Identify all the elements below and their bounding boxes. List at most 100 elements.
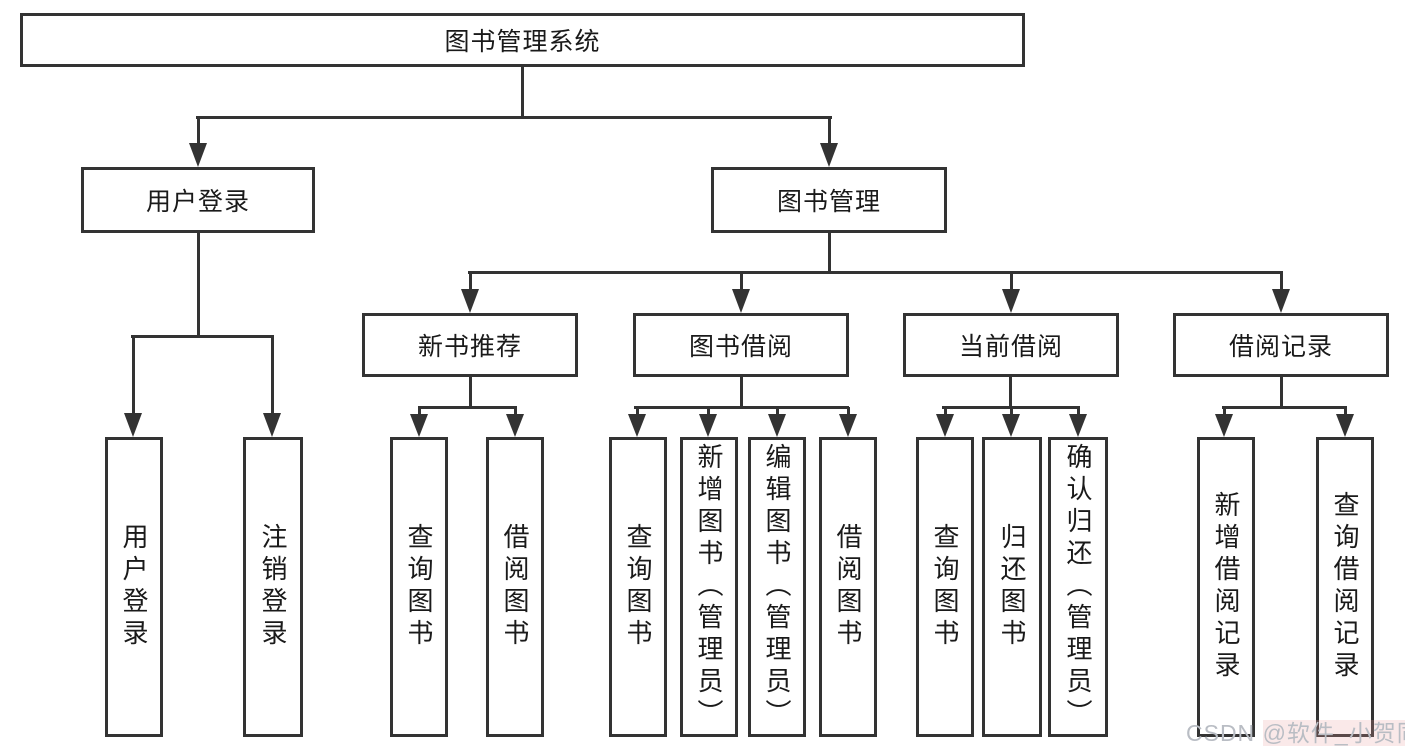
arrow-to-book-management: [819, 117, 839, 167]
leaf-borrow-book: 借阅图书: [819, 437, 877, 737]
arrowhead-down-icon: [936, 414, 954, 437]
arrowhead-down-icon: [1002, 289, 1020, 313]
node-label: 用户登录: [119, 523, 149, 651]
leaf-add-borrow-record: 新增借阅记录: [1197, 437, 1255, 737]
node-label: 查询图书: [623, 523, 653, 651]
arrowhead-down-icon: [699, 414, 717, 437]
arrow-to-leaf-confirm-return: [1068, 407, 1088, 437]
node-label: 用户登录: [145, 188, 250, 216]
arrow-shaft: [846, 407, 850, 414]
arrow-shaft: [417, 407, 421, 414]
arrow-to-leaf-query-book-3: [935, 407, 955, 437]
node-label: 图书借阅: [688, 333, 793, 361]
node-label: 借阅图书: [500, 523, 530, 651]
arrow-shaft: [1009, 272, 1013, 289]
watermark-handle: @软件_小贺同学: [1262, 720, 1405, 746]
connector-recommend-bus: [418, 406, 517, 409]
leaf-logout: 注销登录: [243, 437, 303, 737]
arrow-to-leaf-query-book-2: [627, 407, 647, 437]
arrow-shaft: [739, 272, 743, 289]
leaf-confirm-return-admin: 确认归还（管理员）: [1048, 437, 1108, 737]
arrowhead-down-icon: [189, 143, 207, 167]
node-label: 当前借阅: [958, 333, 1063, 361]
node-borrow-records: 借阅记录: [1173, 313, 1389, 377]
leaf-edit-book-admin: 编辑图书（管理员）: [748, 437, 806, 737]
arrowhead-down-icon: [1336, 414, 1354, 437]
arrow-to-leaf-query-borrow-record: [1335, 407, 1355, 437]
connector-borrow-bus: [634, 406, 849, 409]
arrow-shaft: [943, 407, 947, 414]
arrowhead-down-icon: [1002, 414, 1020, 437]
connector-records-feeder: [1280, 377, 1283, 408]
leaf-borrow-book-recommend: 借阅图书: [486, 437, 544, 737]
arrow-shaft: [1343, 407, 1347, 414]
arrowhead-down-icon: [461, 289, 479, 313]
node-label: 图书管理系统: [444, 28, 601, 56]
arrowhead-down-icon: [628, 414, 646, 437]
arrow-to-leaf-edit-book: [767, 407, 787, 437]
arrow-shaft: [270, 336, 274, 413]
arrow-shaft: [513, 407, 517, 414]
arrow-to-leaf-query-book-1: [409, 407, 429, 437]
node-label: 编辑图书（管理员）: [762, 443, 792, 731]
arrow-shaft: [827, 117, 831, 143]
connector-recommend-feeder: [469, 377, 472, 408]
arrow-shaft: [468, 272, 472, 289]
node-label: 查询图书: [930, 523, 960, 651]
arrow-to-new-book-recommend: [460, 272, 480, 313]
node-book-borrow: 图书借阅: [633, 313, 849, 377]
arrow-shaft: [196, 117, 200, 143]
arrowhead-down-icon: [263, 413, 281, 437]
node-library-management-system: 图书管理系统: [20, 13, 1025, 67]
node-user-login: 用户登录: [81, 167, 315, 233]
leaf-query-borrow-record: 查询借阅记录: [1316, 437, 1374, 737]
arrowhead-down-icon: [506, 414, 524, 437]
connector-borrow-feeder: [740, 377, 743, 408]
node-label: 查询借阅记录: [1330, 491, 1360, 683]
arrow-to-leaf-user-login: [123, 336, 143, 437]
node-label: 注销登录: [258, 523, 288, 651]
arrow-to-leaf-borrow-book-1: [505, 407, 525, 437]
arrow-shaft: [1009, 407, 1013, 414]
watermark-prefix: CSDN: [1186, 720, 1263, 746]
node-label: 确认归还（管理员）: [1063, 443, 1093, 731]
node-new-book-recommend: 新书推荐: [362, 313, 578, 377]
arrowhead-down-icon: [839, 414, 857, 437]
leaf-query-book-recommend: 查询图书: [390, 437, 448, 737]
arrow-shaft: [131, 336, 135, 413]
arrow-to-book-borrow: [731, 272, 751, 313]
connector-user-login-feeder: [197, 233, 200, 337]
arrowhead-down-icon: [1272, 289, 1290, 313]
arrow-shaft: [775, 407, 779, 414]
leaf-return-book: 归还图书: [982, 437, 1042, 737]
arrowhead-down-icon: [410, 414, 428, 437]
arrow-shaft: [1279, 272, 1283, 289]
node-label: 归还图书: [997, 523, 1027, 651]
arrow-to-leaf-add-book: [698, 407, 718, 437]
node-label: 新增图书（管理员）: [694, 443, 724, 731]
arrow-to-current-borrow: [1001, 272, 1021, 313]
arrow-to-user-login: [188, 117, 208, 167]
arrow-shaft: [706, 407, 710, 414]
arrowhead-down-icon: [124, 413, 142, 437]
connector-current-feeder: [1009, 377, 1012, 408]
csdn-watermark: CSDN @软件_小贺同学: [1186, 714, 1405, 747]
arrow-to-leaf-logout: [262, 336, 282, 437]
node-label: 新增借阅记录: [1211, 491, 1241, 683]
arrow-to-leaf-borrow-book-2: [838, 407, 858, 437]
arrow-to-leaf-add-borrow-record: [1214, 407, 1234, 437]
connector-records-bus: [1222, 406, 1347, 409]
connector-book-management-feeder: [828, 233, 831, 274]
connector-level3-bus: [468, 271, 1283, 274]
node-label: 借阅记录: [1228, 333, 1333, 361]
arrow-shaft: [1076, 407, 1080, 414]
arrow-to-borrow-records: [1271, 272, 1291, 313]
arrowhead-down-icon: [1069, 414, 1087, 437]
arrowhead-down-icon: [1215, 414, 1233, 437]
leaf-add-book-admin: 新增图书（管理员）: [680, 437, 738, 737]
connector-root-feeder: [521, 67, 524, 117]
node-label: 查询图书: [404, 523, 434, 651]
node-current-borrow: 当前借阅: [903, 313, 1119, 377]
node-book-management: 图书管理: [711, 167, 947, 233]
